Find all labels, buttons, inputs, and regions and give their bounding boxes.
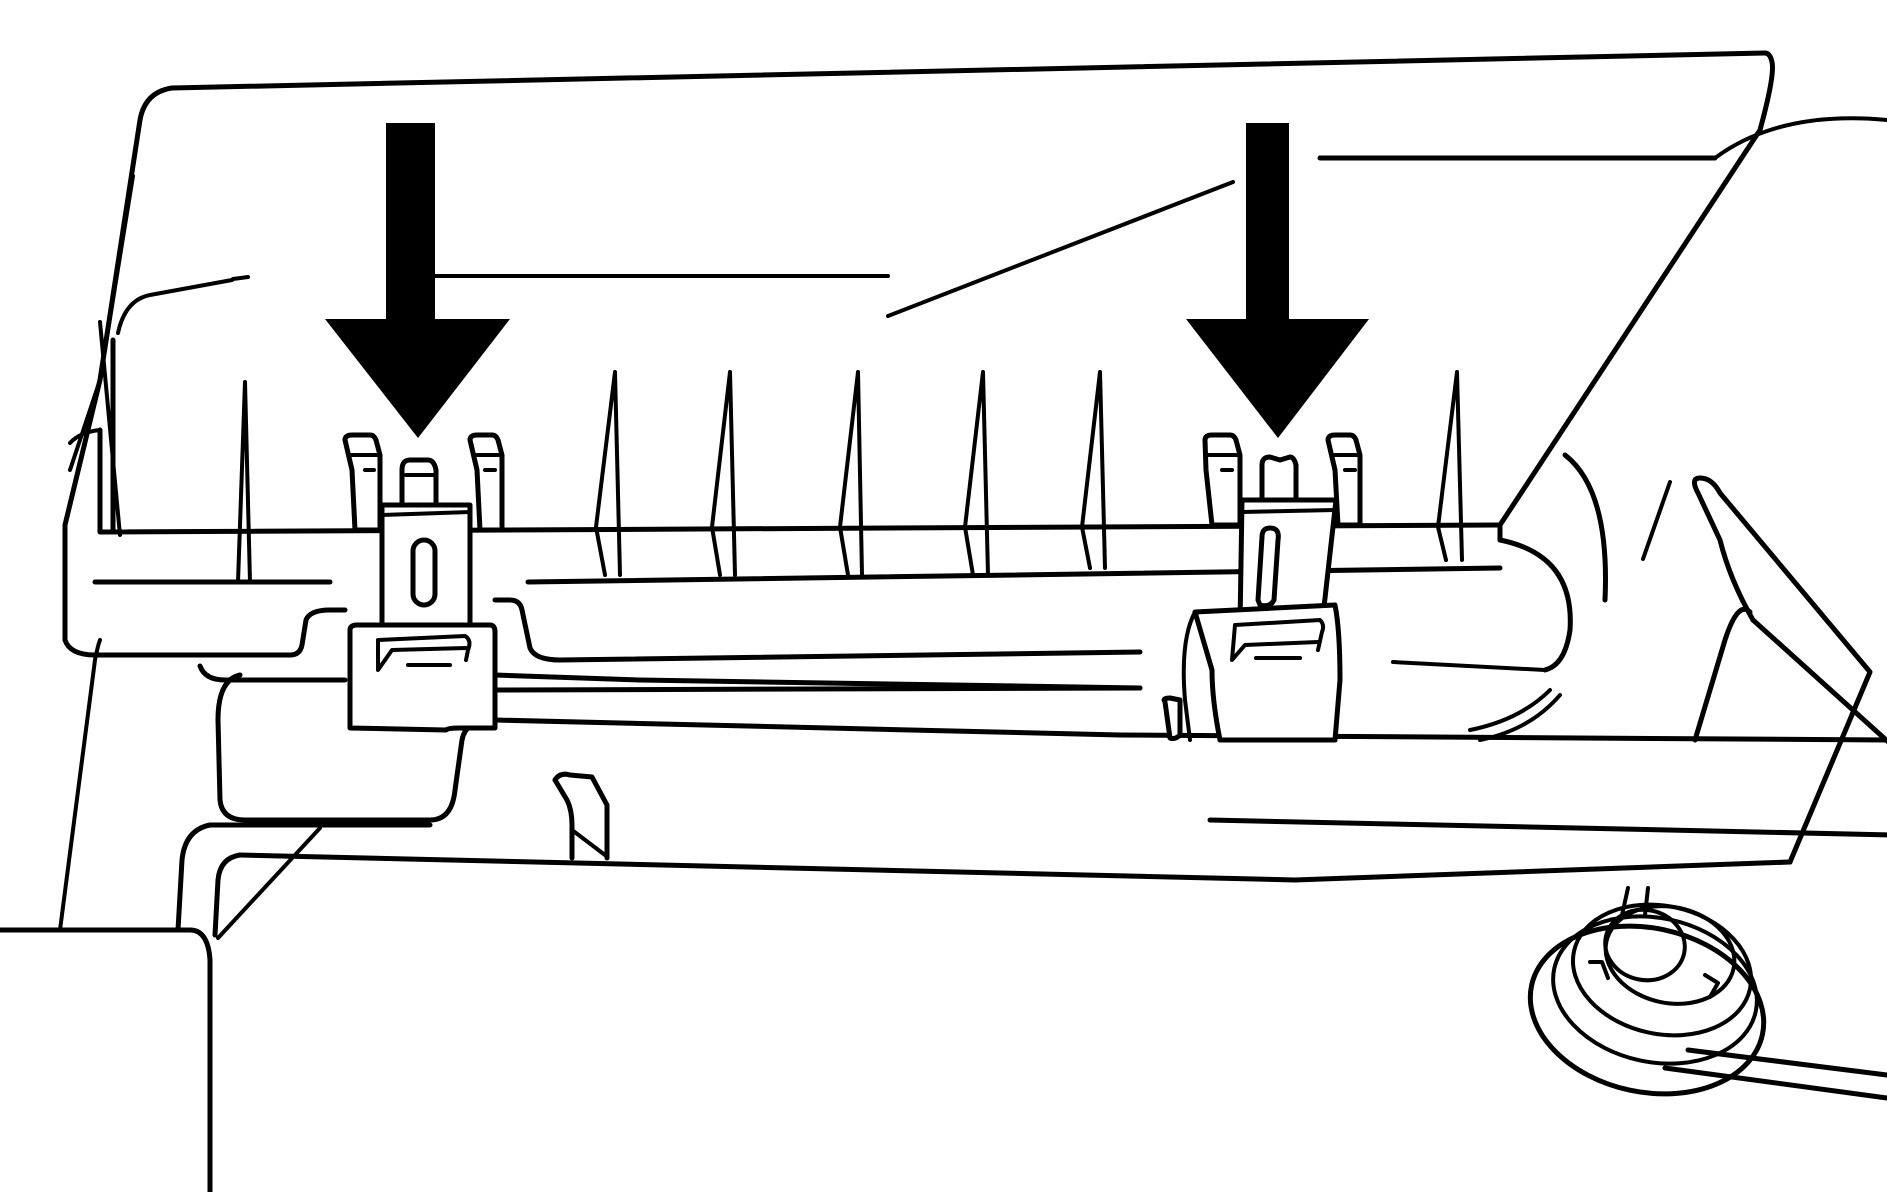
- rail-body: [62, 537, 1887, 940]
- right-arrow-icon: [1186, 123, 1369, 438]
- left-clip: [342, 432, 505, 733]
- grommet: [1527, 886, 1887, 1101]
- upper-housing: [62, 50, 1887, 643]
- right-housing: [1468, 452, 1873, 865]
- left-arrow-icon: [325, 123, 510, 438]
- fins: [236, 370, 1464, 584]
- right-clip: [1161, 432, 1363, 743]
- lower-left-block: [0, 638, 213, 1192]
- lower-tab: [552, 771, 610, 861]
